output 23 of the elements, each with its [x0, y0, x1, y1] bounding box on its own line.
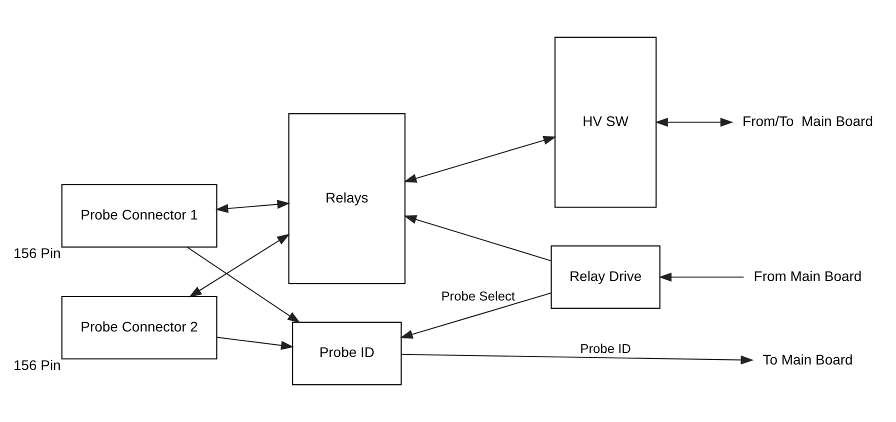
arrow: [216, 336, 294, 350]
arrow: [658, 272, 744, 282]
edge-label: Probe Select: [441, 288, 516, 304]
node-box: Probe ID: [292, 322, 402, 386]
node-text: To Main Board: [762, 352, 853, 368]
node-box: HV SW: [554, 36, 657, 208]
node-text: From Main Board: [754, 268, 862, 284]
arrow: [404, 215, 552, 262]
arrow: [186, 246, 300, 324]
edge-label: Probe ID: [580, 341, 632, 356]
arrow: [400, 292, 552, 339]
arrow: [654, 118, 734, 127]
arrow: [401, 354, 754, 364]
arrow: [404, 136, 556, 183]
arrow: [188, 234, 290, 298]
node-label: 156 Pin: [13, 245, 61, 262]
node-text: From/To Main Board: [742, 112, 873, 129]
node-box: Relay Drive: [550, 245, 660, 309]
node-box: Relays: [288, 113, 406, 284]
node-box: Probe Connector 2: [61, 296, 218, 360]
node-box: Probe Connector 1: [61, 184, 218, 248]
arrow: [215, 200, 290, 213]
node-label: 156 Pin: [13, 357, 61, 374]
